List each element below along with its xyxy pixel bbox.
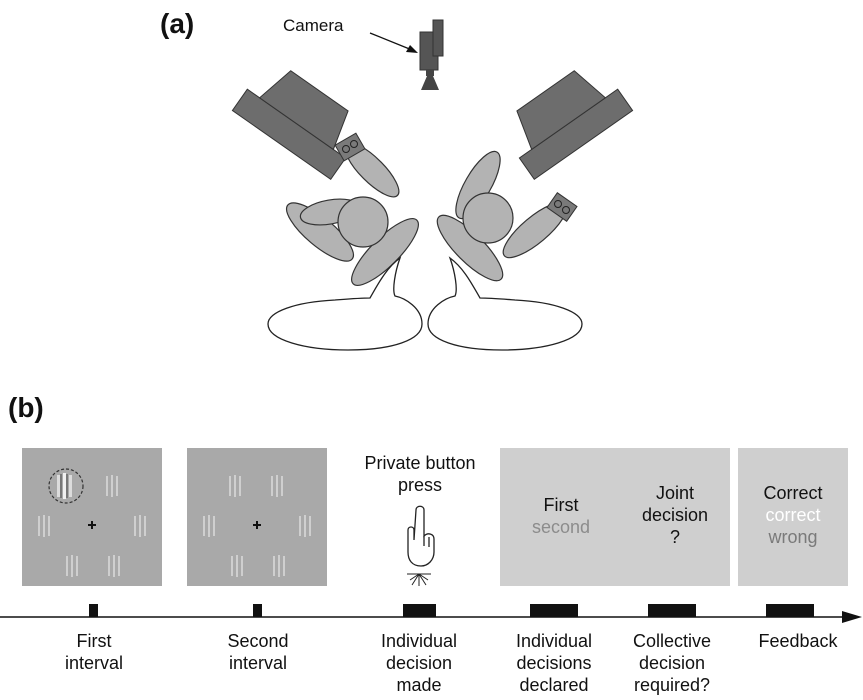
timeline-label-line: Second: [227, 631, 289, 651]
timeline-tick-decisions-declared: [530, 604, 578, 617]
right-button-box: [546, 192, 578, 222]
camera-label: Camera: [283, 16, 344, 35]
joint-screen-text: Joint decision ?: [620, 482, 730, 548]
left-button-box: [334, 132, 366, 162]
feedback-screen: Correct correct wrong: [738, 448, 848, 586]
timeline-label-line: made: [396, 675, 442, 695]
camera-icon: [419, 19, 444, 90]
timeline-label-line: decision: [638, 653, 706, 673]
button-press-caption: Private button press: [345, 452, 495, 496]
timeline-label-line: required?: [633, 675, 711, 695]
timeline-label-individual-decision: Individual decision made: [359, 630, 479, 696]
timeline-label-line: decision: [385, 653, 453, 673]
panel-b-label: (b): [8, 392, 44, 423]
gabor-array-2: [203, 475, 311, 577]
timeline-label-line: First: [76, 631, 112, 651]
timeline-label-second-interval: Second interval: [198, 630, 318, 674]
second-interval-screen: [187, 448, 327, 586]
timeline-label-line: Individual: [515, 631, 593, 651]
timeline-label-line: Individual: [380, 631, 458, 651]
panel-a-label: (a): [160, 8, 195, 39]
fixation-cross: [253, 521, 261, 529]
declare-line-second: second: [531, 517, 591, 537]
timeline-label-decisions-declared: Individual decisions declared: [494, 630, 614, 696]
joint-decision-screen: Joint decision ?: [620, 448, 730, 586]
timeline-label-collective-decision: Collective decision required?: [612, 630, 732, 696]
feedback-line-correct-1: Correct: [763, 483, 823, 503]
button-press-caption-line: press: [397, 475, 442, 495]
button-press-caption-line: Private button: [364, 453, 476, 473]
feedback-screen-text: Correct correct wrong: [738, 482, 848, 548]
timeline-tick-individual-decision: [403, 604, 436, 617]
timeline-label-line: Collective: [632, 631, 712, 651]
first-interval-screen: [22, 448, 162, 586]
joint-line: Joint: [655, 483, 695, 503]
timeline-tick-collective-decision: [648, 604, 696, 617]
left-participant: [285, 142, 419, 286]
feedback-line-wrong: wrong: [768, 527, 818, 547]
declare-line-first: First: [543, 495, 579, 515]
target-highlight-circle: [48, 468, 84, 504]
timeline-label-feedback: Feedback: [738, 630, 858, 652]
declare-screen-text: First second: [500, 494, 622, 538]
declare-screen: First second: [500, 448, 622, 586]
fixation-cross: [88, 521, 96, 529]
right-participant: [436, 150, 568, 282]
timeline-label-line: interval: [228, 653, 288, 673]
timeline-tick-first-interval: [89, 604, 98, 617]
gabor-patches: [38, 473, 146, 577]
gabor-patches: [203, 475, 311, 577]
timeline-label-line: Feedback: [758, 631, 838, 651]
joint-line: decision: [641, 505, 709, 525]
feedback-line-correct-2: correct: [765, 505, 821, 525]
right-speech-bubble: [427, 256, 583, 351]
camera-arrow: [369, 32, 418, 53]
left-monitor: [231, 70, 349, 181]
timeline-label-line: interval: [64, 653, 124, 673]
gabor-array-1: [38, 468, 146, 577]
timeline-label-first-interval: First interval: [34, 630, 154, 674]
timeline-label-line: declared: [519, 675, 589, 695]
timeline-label-line: decisions: [516, 653, 592, 673]
timeline-tick-feedback: [766, 604, 814, 617]
left-speech-bubble: [267, 256, 423, 351]
timeline-tick-second-interval: [253, 604, 262, 617]
joint-line: ?: [669, 527, 680, 547]
right-monitor: [516, 70, 634, 181]
